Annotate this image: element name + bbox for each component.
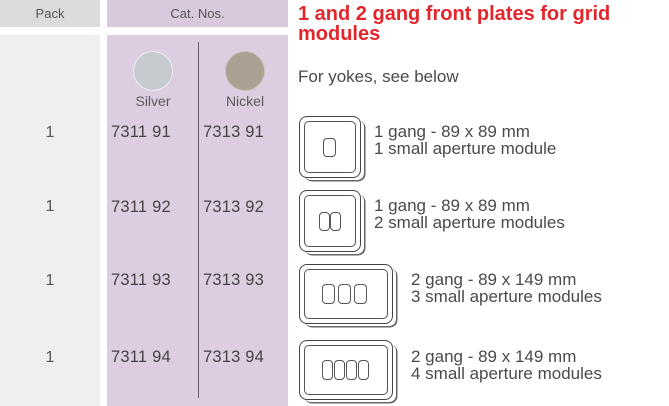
silver-finish-swatch — [133, 51, 173, 91]
table-row-1-pack: 1 — [45, 124, 55, 141]
table-row-3-pack: 1 — [45, 272, 55, 289]
front-plate-2-gang-4-modules-icon — [299, 340, 393, 400]
pack-column-header: Pack — [0, 0, 100, 27]
table-row-2-silver-cat-no: 7311 92 — [111, 198, 171, 216]
table-row-4-nickel-cat-no: 7313 94 — [203, 348, 265, 366]
silver-finish-label: Silver — [135, 93, 171, 109]
table-row-2-description-size: 1 gang - 89 x 89 mm — [374, 196, 530, 215]
table-row-4-pack: 1 — [45, 349, 55, 366]
table-row-4-description-modules: 4 small aperture modules — [411, 364, 602, 383]
front-plate-2-gang-3-modules-icon — [299, 264, 393, 324]
table-row-1-silver-cat-no: 7311 91 — [111, 123, 171, 141]
table-row-3-description-modules: 3 small aperture modules — [411, 287, 602, 306]
table-row-4-silver-cat-no: 7311 94 — [111, 348, 171, 366]
table-row-1-description-modules: 1 small aperture module — [374, 139, 557, 158]
pack-column — [0, 35, 100, 406]
table-row-1-nickel-cat-no: 7313 91 — [203, 123, 265, 141]
front-plate-1-gang-2-modules-icon — [299, 190, 361, 252]
table-row-3-silver-cat-no: 7311 93 — [111, 271, 171, 289]
section-subtitle: For yokes, see below — [298, 67, 459, 86]
front-plate-1-gang-1-module-icon — [299, 116, 361, 178]
finish-column-divider — [198, 42, 199, 398]
table-row-2-nickel-cat-no: 7313 92 — [203, 198, 265, 216]
table-row-3-description-size: 2 gang - 89 x 149 mm — [411, 270, 577, 289]
table-row-3-nickel-cat-no: 7313 93 — [203, 271, 265, 289]
table-row-4-description-size: 2 gang - 89 x 149 mm — [411, 347, 577, 366]
cat-nos-column-header: Cat. Nos. — [107, 0, 288, 27]
table-row-2-description-modules: 2 small aperture modules — [374, 213, 565, 232]
table-row-2-pack: 1 — [45, 198, 55, 215]
cat-nos-column — [107, 35, 288, 406]
table-row-1-description-size: 1 gang - 89 x 89 mm — [374, 122, 530, 141]
nickel-finish-label: Nickel — [225, 93, 265, 109]
nickel-finish-swatch — [225, 51, 265, 91]
section-title: 1 and 2 gang front plates for grid modul… — [298, 3, 611, 45]
